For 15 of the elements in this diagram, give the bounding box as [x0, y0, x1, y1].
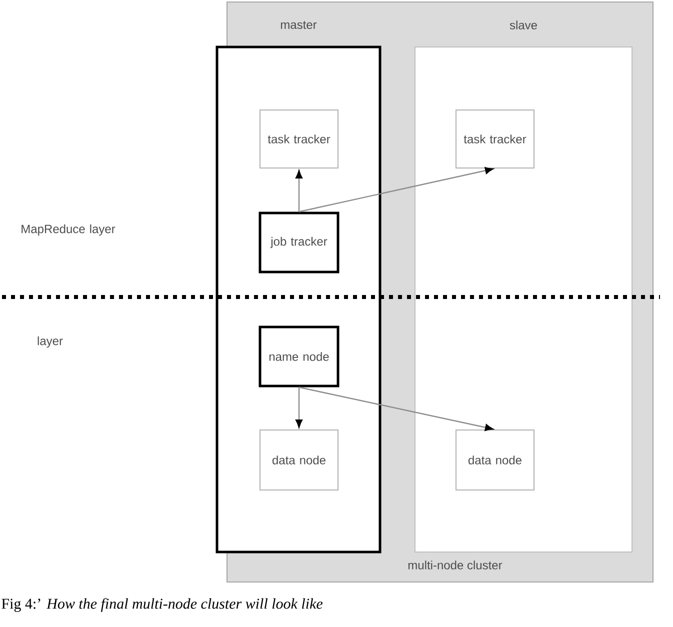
process-box: job tracker	[258, 212, 340, 274]
node-label: master	[280, 21, 317, 29]
layer-label: layer	[38, 336, 63, 348]
process-box: data node	[260, 430, 338, 490]
layer-label: MapReduce layer	[22, 224, 116, 236]
caption: Fig 4:’ How the final multi-node cluster will look like	[2, 598, 323, 612]
connector	[298, 167, 494, 212]
connector	[295, 170, 303, 212]
process-box: task tracker	[260, 110, 338, 168]
process-box: data node	[456, 430, 534, 490]
connector	[298, 386, 494, 431]
node-label: slave	[510, 20, 537, 30]
process-box: name node	[258, 326, 340, 388]
process-box: task tracker	[456, 110, 534, 168]
connector	[295, 387, 303, 428]
